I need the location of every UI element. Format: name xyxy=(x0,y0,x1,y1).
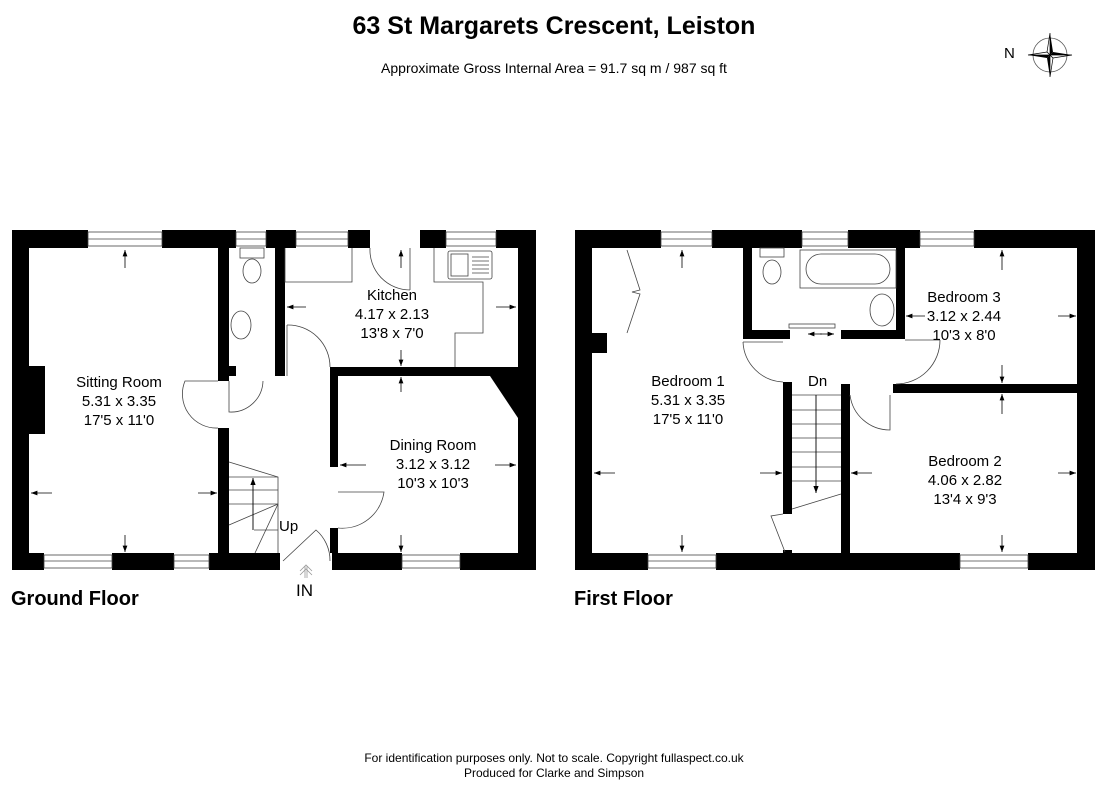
room-name: Bedroom 2 xyxy=(928,453,1002,470)
room-imperial: 17'5 x 11'0 xyxy=(652,411,724,428)
page-title: 63 St Margarets Crescent, Leiston xyxy=(352,12,756,40)
room-metric: 5.31 x 3.35 xyxy=(81,393,157,410)
room-name: Sitting Room xyxy=(76,374,162,391)
footer-credit: Produced for Clarke and Simpson xyxy=(463,766,645,780)
entrance-label: IN xyxy=(296,581,313,600)
room-metric: 5.31 x 3.35 xyxy=(650,392,726,409)
stairs-up-label: Up xyxy=(279,518,299,535)
ground-floor-dimension-arrows xyxy=(31,249,516,552)
room-bedroom-3: Bedroom 3 3.12 x 2.44 10'3 x 8'0 xyxy=(927,288,1001,345)
ground-floor-walls xyxy=(12,230,536,570)
north-label: N xyxy=(1004,45,1015,62)
room-imperial: 17'5 x 11'0 xyxy=(83,412,155,429)
entrance-arrow xyxy=(299,564,313,578)
first-floor-windows xyxy=(647,231,1029,569)
footer: For identification purposes only. Not to… xyxy=(0,751,1108,781)
first-floor-walls xyxy=(575,230,1095,570)
room-bedroom-2: Bedroom 2 4.06 x 2.82 13'4 x 9'3 xyxy=(928,452,1002,509)
room-metric: 3.12 x 3.12 xyxy=(395,456,471,473)
room-imperial: 13'4 x 9'3 xyxy=(933,491,997,508)
room-kitchen: Kitchen 4.17 x 2.13 13'8 x 7'0 xyxy=(355,286,429,343)
room-sitting-room: Sitting Room 5.31 x 3.35 17'5 x 11'0 xyxy=(76,373,162,430)
first-floor-fixtures xyxy=(626,247,941,553)
room-imperial: 10'3 x 10'3 xyxy=(397,475,469,492)
room-name: Bedroom 1 xyxy=(651,373,725,390)
compass-rose-icon xyxy=(1027,32,1073,78)
room-bedroom-1: Bedroom 1 5.31 x 3.35 17'5 x 11'0 xyxy=(651,372,725,429)
ground-floor-plan xyxy=(12,230,536,578)
room-metric: 3.12 x 2.44 xyxy=(926,308,1002,325)
room-metric: 4.17 x 2.13 xyxy=(354,306,430,323)
room-name: Kitchen xyxy=(366,287,418,304)
ground-floor-label: Ground Floor xyxy=(11,588,139,610)
room-name: Dining Room xyxy=(389,437,477,454)
room-imperial: 10'3 x 8'0 xyxy=(932,327,996,344)
first-floor-label: First Floor xyxy=(574,588,673,610)
first-floor-dimension-arrows xyxy=(594,249,1076,552)
room-dining-room: Dining Room 3.12 x 3.12 10'3 x 10'3 xyxy=(390,436,477,493)
room-metric: 4.06 x 2.82 xyxy=(927,472,1003,489)
room-name: Bedroom 3 xyxy=(927,289,1001,306)
room-imperial: 13'8 x 7'0 xyxy=(360,325,424,342)
footer-disclaimer: For identification purposes only. Not to… xyxy=(364,751,744,765)
stairs-down-label: Dn xyxy=(808,373,828,390)
compass: N xyxy=(1004,28,1074,82)
ground-floor-windows xyxy=(43,231,497,569)
gross-area-subtitle: Approximate Gross Internal Area = 91.7 s… xyxy=(381,60,727,76)
first-floor-plan xyxy=(575,230,1095,570)
ground-floor-fixtures xyxy=(182,247,493,562)
